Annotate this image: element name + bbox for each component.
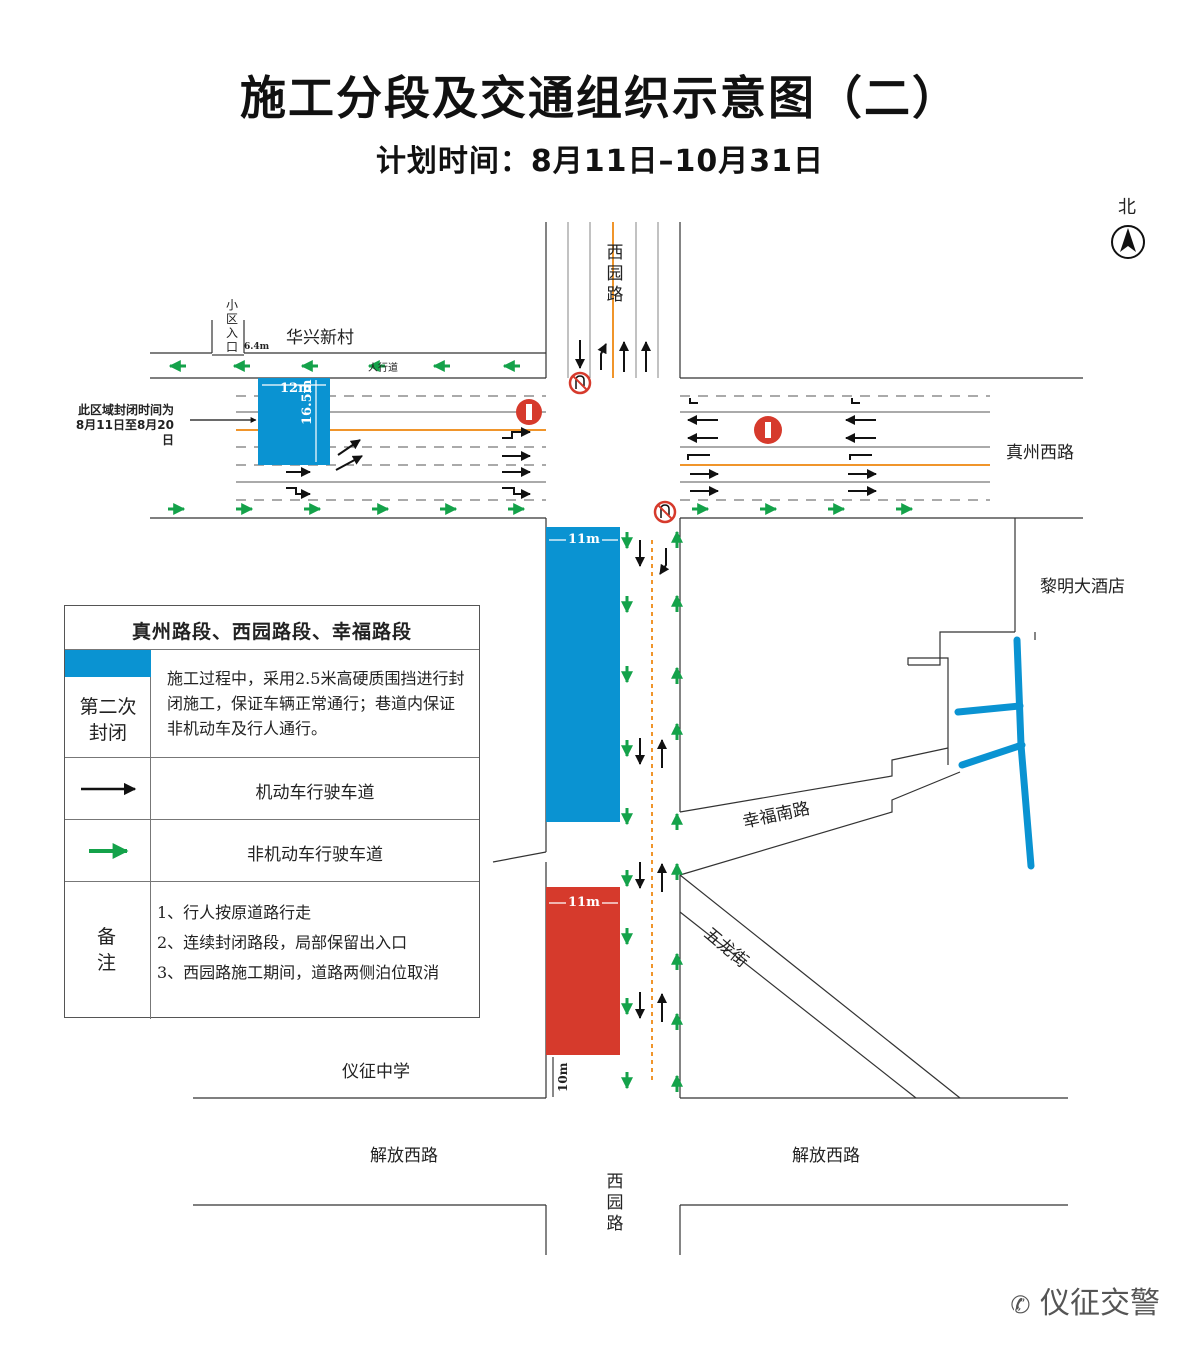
no-entry-sign-west: [516, 399, 542, 425]
closure-note: 此区域封闭时间为 8月11日至8月20日: [64, 403, 174, 448]
schedule-subtitle: 计划时间：8月11日–10月31日: [375, 144, 825, 179]
place-label-liming-hotel: 黎明大酒店: [1040, 577, 1125, 597]
legend-closure-key: 第二次封闭: [65, 650, 151, 757]
watermark-text: 仪征交警: [1040, 1286, 1160, 1321]
closure-zone-xiyuan-blue: [546, 527, 620, 822]
legend-closure-label: 第二次封闭: [79, 696, 137, 744]
no-entry-sign-east: [754, 416, 782, 444]
black-arrow-icon: [81, 782, 137, 796]
dimension-zone3-gap: 10m: [556, 1062, 570, 1092]
liming-alleys: [907, 518, 1036, 765]
remark-item: 3、西园路施工期间，道路两侧泊位取消: [157, 963, 440, 982]
road-label-xiyuan-south: 西园路: [606, 1172, 624, 1234]
remark-item: 2、连续封闭路段，局部保留出入口: [157, 933, 408, 952]
dimension-zone1-length: 16.5m: [300, 379, 315, 425]
watermark: ✆ 仪征交警: [1010, 1278, 1160, 1322]
green-arrow-icon: [89, 843, 129, 859]
road-label-xiyuan-north: 西园路: [606, 243, 624, 305]
legend-closure-desc: 施工过程中，采用2.5米高硬质围挡进行封闭施工，保证车辆正常通行；巷道内保证非机…: [167, 669, 465, 738]
closure-note-line2: 8月11日至8月20日: [75, 418, 174, 447]
legend-nonmotor-row: 非机动车行驶车道: [65, 820, 479, 882]
xingfu-south-road: [492, 747, 961, 876]
dimension-zone3-width: 11m: [566, 895, 602, 910]
legend-motor-row: 机动车行驶车道: [65, 758, 479, 820]
road-label-zhenzhou-west: 真州西路: [1006, 443, 1074, 463]
road-label-jiefang-left: 解放西路: [370, 1146, 438, 1166]
blue-swatch: [65, 650, 151, 677]
place-label-yizheng-school: 仪征中学: [342, 1062, 410, 1082]
dimension-gap: 6.4m: [244, 342, 270, 352]
legend-closure-row: 第二次封闭 施工过程中，采用2.5米高硬质围挡进行封闭施工，保证车辆正常通行；巷…: [65, 650, 479, 758]
page-title: 施工分段及交通组织示意图（二）: [240, 71, 960, 125]
no-uturn-sign-north: [568, 371, 592, 395]
turn-arrows: [286, 343, 872, 575]
zhenzhou-road-west: [150, 320, 546, 519]
legend-nonmotor-label: 非机动车行驶车道: [247, 845, 383, 865]
place-label-community-entrance: 小区入口: [225, 298, 238, 354]
legend-header-row: 真州路段、西园路段、幸福路段: [65, 606, 479, 650]
place-label-sidewalk: 人行道: [368, 363, 398, 374]
nonmotor-lane-arrows: [168, 360, 914, 1092]
legend-remarks-row: 备注 1、行人按原道路行走 2、连续封闭路段，局部保留出入口 3、西园路施工期间…: [65, 882, 479, 1019]
legend-remarks-label: 备注: [97, 926, 117, 974]
closure-zone-zhenzhou: [258, 378, 330, 465]
dimension-zone2-width: 11m: [566, 532, 602, 547]
xiyuan-road-north: [545, 222, 681, 378]
wulong-street: [679, 874, 961, 1099]
north-label: 北: [1118, 197, 1136, 218]
liming-blue-alleys: [954, 636, 1035, 870]
north-compass-icon: [1111, 225, 1145, 259]
jiefang-road: [193, 1097, 1068, 1206]
closure-zone-xiyuan-red: [546, 887, 620, 1055]
closure-note-line1: 此区域封闭时间为: [77, 403, 174, 417]
legend-motor-label: 机动车行驶车道: [255, 783, 375, 803]
legend-header: 真州路段、西园路段、幸福路段: [131, 621, 412, 643]
legend-remarks-list: 1、行人按原道路行走 2、连续封闭路段，局部保留出入口 3、西园路施工期间，道路…: [157, 898, 439, 988]
remark-item: 1、行人按原道路行走: [157, 903, 312, 922]
no-uturn-sign-south: [653, 500, 677, 524]
legend-table: 真州路段、西园路段、幸福路段 第二次封闭 施工过程中，采用2.5米高硬质围挡进行…: [64, 605, 480, 1019]
motor-lane-arrows: [286, 340, 877, 1022]
zhenzhou-road-east: [680, 377, 1083, 519]
wechat-icon: ✆: [1010, 1291, 1031, 1319]
road-label-jiefang-right: 解放西路: [792, 1146, 860, 1166]
zhenzhou-east-lane-lines: [680, 395, 990, 501]
dimension-zone1-width: 12m: [280, 381, 312, 396]
place-label-huaxing: 华兴新村: [286, 328, 354, 348]
